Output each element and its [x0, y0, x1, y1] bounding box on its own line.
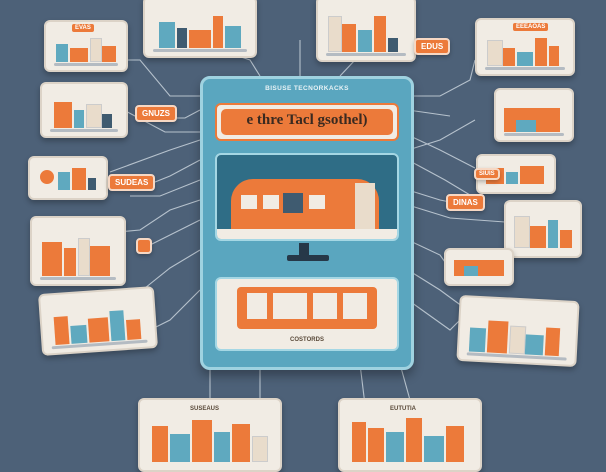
info-card-left-5 — [37, 286, 159, 356]
card-caption: SUSEAUS — [190, 406, 220, 412]
card-tag: EVAS — [72, 24, 94, 32]
hub-panel-label: COSTORDS — [290, 337, 324, 343]
hub-banner-text: e thre Tacl gsothel) — [221, 109, 393, 135]
card-tag: EEEAOAS — [513, 23, 549, 31]
info-card-bottom-left: SUSEAUS — [138, 398, 282, 472]
info-card-right-2 — [494, 88, 574, 142]
info-card-top-left: EVAS — [44, 20, 128, 72]
info-card-top-right: EEEAOAS — [475, 18, 575, 76]
info-card-right-6 — [456, 294, 580, 368]
info-card-left-2 — [40, 82, 128, 138]
info-card-right-5 — [444, 248, 514, 286]
badge-right-lower: SIUIS — [474, 168, 500, 180]
info-card-right-4 — [504, 200, 582, 258]
card-caption: EUTUTIA — [390, 406, 416, 412]
info-card-bottom-right: EUTUTIA — [338, 398, 482, 472]
badge-left-lower — [136, 238, 152, 254]
info-card-left-3 — [28, 156, 108, 200]
central-hub-panel: BISUSE TECNORKACKS e thre Tacl gsothel) … — [200, 76, 414, 370]
info-card-top-center-right — [316, 0, 416, 62]
info-card-top-center-left — [143, 0, 257, 58]
hub-banner: e thre Tacl gsothel) — [215, 103, 399, 141]
badge-left-upper: GNUZS — [135, 105, 177, 122]
info-card-left-4 — [30, 216, 126, 286]
monitor-stand — [299, 243, 309, 255]
badge-right-middle: DINAS — [446, 194, 485, 211]
hub-monitor-screen — [215, 153, 399, 241]
hub-lower-panel: COSTORDS — [215, 277, 399, 351]
badge-left-middle: SUDEAS — [108, 174, 156, 191]
monitor-base — [287, 255, 329, 261]
hub-title: BISUSE TECNORKACKS — [265, 85, 349, 92]
badge-top-right: EDUS — [414, 38, 451, 55]
